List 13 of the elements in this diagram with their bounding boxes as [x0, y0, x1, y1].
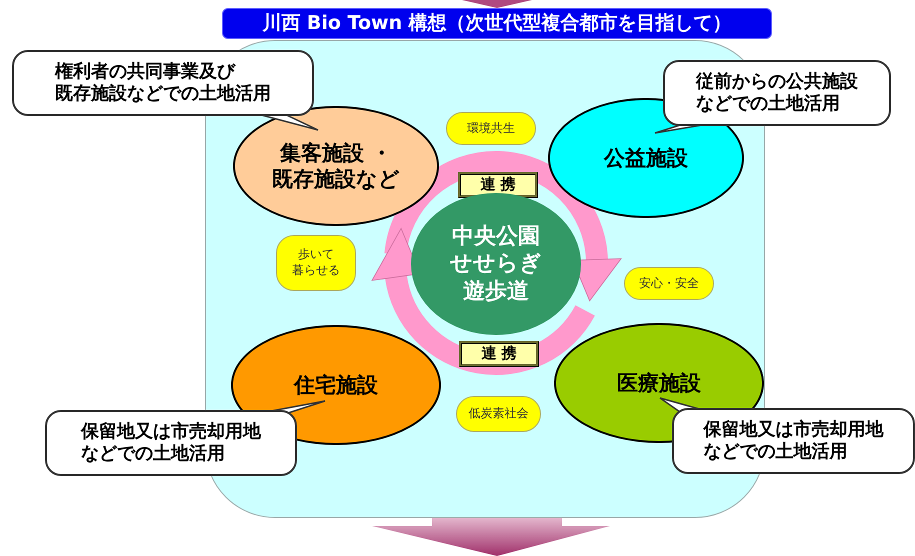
callout-text: 保留地又は市売却用地などでの土地活用 — [704, 418, 884, 464]
park-ellipse — [411, 193, 581, 335]
facility-label: 公益施設 — [604, 144, 688, 172]
callout-text: 保留地又は市売却用地などでの土地活用 — [81, 420, 261, 466]
park-label: 中央公園せせらぎ遊歩道 — [450, 222, 542, 306]
facility-label: 集客施設 ・既存施設など — [272, 140, 400, 192]
facility-label: 住宅施設 — [294, 372, 378, 398]
title-banner: 川西 Bio Town 構想（次世代型複合都市を目指して） — [222, 8, 772, 39]
facility-label: 医療施設 — [617, 370, 701, 396]
link-plate: 連 携 — [459, 341, 539, 367]
callout-text: 権利者の共同事業及び既存施設などでの土地活用 — [55, 60, 271, 106]
callout-text: 従前からの公共施設などでの土地活用 — [696, 70, 858, 116]
link-plate: 連 携 — [458, 172, 538, 198]
